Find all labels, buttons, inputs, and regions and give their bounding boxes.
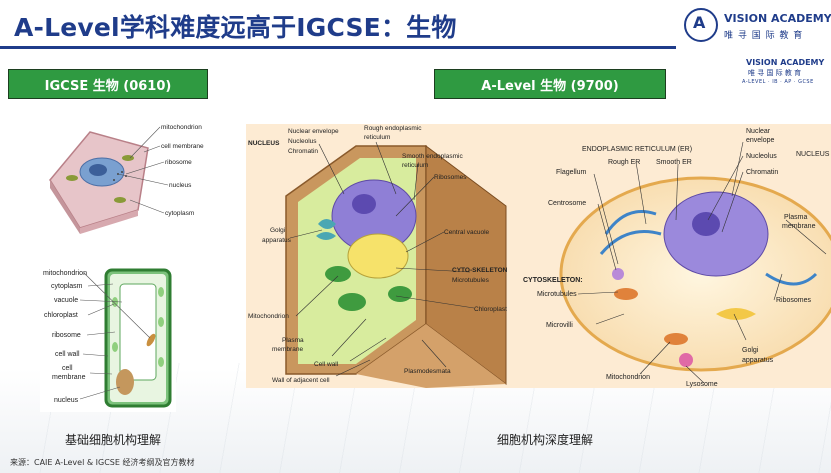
plant-label-plasma-2: membrane — [272, 346, 303, 353]
plant-label-vacuole: Central vacuole — [444, 229, 490, 236]
animal-er-group: ENDOPLASMIC RETICULUM (ER) — [582, 146, 692, 153]
animal-label-microtubules: Microtubules — [537, 291, 577, 298]
plant-label-1: cytoplasm — [51, 283, 83, 290]
animal-label-golgi-1: Golgi — [742, 347, 759, 354]
title-underline — [0, 46, 676, 49]
alevel-cells-figure: NUCLEUS Nuclear envelope Nucleolus Chrom… — [246, 124, 831, 388]
plant-cell-diagram: mitochondrion cytoplasm vacuole chloropl… — [43, 268, 172, 408]
igcse-plant-cell-figure: mitochondrion cytoplasm vacuole chloropl… — [40, 262, 176, 412]
plant-label-plasma-1: Plasma — [282, 337, 304, 344]
animal-label-2: ribosome — [165, 159, 192, 166]
animal-label-plasma-2: membrane — [782, 223, 816, 230]
plant-label-3: chloroplast — [44, 312, 78, 319]
plant-label-ser-1: Smooth endoplasmic — [402, 153, 463, 160]
animal-label-3: nucleus — [169, 182, 192, 189]
animal-label-microvilli: Microvilli — [546, 322, 573, 329]
plant-label-microtubules: Microtubules — [452, 277, 490, 284]
alevel-caption: 细胞机构深度理解 — [497, 433, 594, 447]
animal-label-4: cytoplasm — [165, 210, 194, 217]
logo-brand: VISION ACADEMY — [724, 12, 831, 25]
animal-label-plasma-1: Plasma — [784, 214, 807, 221]
plant-label-golgi-1: Golgi — [270, 227, 285, 234]
igcse-caption: 基础细胞机构理解 — [65, 433, 162, 447]
animal-nuc-part-2: Nucleolus — [746, 153, 777, 160]
animal-label-ribosomes: Ribosomes — [776, 297, 812, 304]
plant-label-6: cell — [62, 365, 73, 372]
animal-cell-diagram: mitochondrion cell membrane ribosome nuc… — [49, 124, 204, 234]
animal-label-lysosome: Lysosome — [686, 381, 718, 388]
plant-label-7: membrane — [52, 374, 86, 381]
plant-label-8: nucleus — [54, 397, 79, 404]
animal-nuc-part-3: Chromatin — [746, 169, 778, 176]
plant-label-ser-2: reticulum — [402, 162, 428, 169]
animal-label-golgi-2: apparatus — [742, 357, 774, 364]
alevel-cells-diagram: NUCLEUS Nuclear envelope Nucleolus Chrom… — [246, 124, 831, 388]
plant-nucleus-group: NUCLEUS — [248, 140, 280, 147]
animal-label-cytoskeleton: CYTOSKELETON: — [523, 277, 583, 284]
animal-nuc-part-0: Nuclear — [746, 128, 771, 135]
igcse-heading: IGCSE 生物 (0610) — [8, 69, 208, 99]
plant-label-rer-2: reticulum — [364, 134, 390, 141]
plant-label-mitochondrion: Mitochondrion — [248, 313, 289, 320]
plant-label-5: cell wall — [55, 351, 80, 358]
animal-label-0: mitochondrion — [161, 124, 202, 131]
logo-emblem-icon — [684, 8, 718, 42]
vision-academy-logo: A VISION ACADEMY 唯 寻 国 际 教 育 VISION ACAD… — [684, 8, 831, 90]
alevel-heading: A-Level 生物 (9700) — [434, 69, 666, 99]
slide-title: A-Level学科难度远高于IGCSE：生物 — [14, 13, 457, 42]
logo-brand-small-cn: 唯 寻 国 际 教 育 — [748, 69, 802, 77]
plant-label-cytoskeleton: CYTO-SKELETON — [452, 267, 508, 274]
plant-nucleus-part-0: Nuclear envelope — [288, 128, 339, 135]
animal-label-1: cell membrane — [161, 143, 204, 150]
animal-er-part-1: Smooth ER — [656, 159, 692, 166]
plant-label-rer-1: Rough endoplasmic — [364, 125, 422, 132]
logo-tagline: A-LEVEL · IB · AP · GCSE — [742, 79, 814, 85]
logo-brand-small: VISION ACADEMY — [746, 58, 825, 67]
animal-er-part-0: Rough ER — [608, 159, 640, 166]
source-note: 来源：CAIE A-Level & IGCSE 经济考纲及官方教材 — [10, 458, 195, 467]
plant-label-ribosomes: Ribosomes — [434, 174, 467, 181]
animal-label-flagellum: Flagellum — [556, 169, 587, 176]
igcse-animal-cell-figure: mitochondrion cell membrane ribosome nuc… — [40, 110, 206, 248]
animal-nuc-part-1: envelope — [746, 137, 775, 144]
plant-label-4: ribosome — [52, 332, 81, 339]
logo-brand-cn: 唯 寻 国 际 教 育 — [724, 31, 804, 41]
plant-nucleus-part-2: Chromatin — [288, 148, 318, 155]
plant-label-cellwall: Cell wall — [314, 361, 339, 368]
plant-label-0: mitochondrion — [43, 270, 87, 277]
animal-label-mitochondrion: Mitochondrion — [606, 374, 650, 381]
plant-label-chloroplast: Chloroplast — [474, 306, 507, 313]
logo-emblem-letter: A — [693, 13, 706, 32]
animal-nucleus-group: NUCLEUS — [796, 151, 830, 158]
plant-label-golgi-2: apparatus — [262, 237, 292, 244]
animal-label-centrosome: Centrosome — [548, 200, 586, 207]
plant-nucleus-part-1: Nucleolus — [288, 138, 317, 145]
plant-label-adjacent-wall: Wall of adjacent cell — [272, 377, 330, 384]
plant-label-plasmodesmata: Plasmodesmata — [404, 368, 451, 375]
plant-label-2: vacuole — [54, 297, 78, 304]
